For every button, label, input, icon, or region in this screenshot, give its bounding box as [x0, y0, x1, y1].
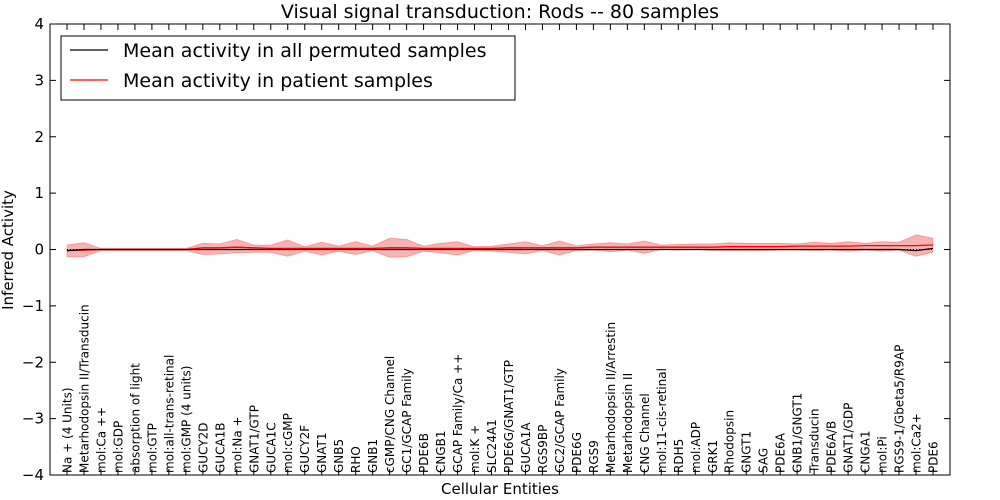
x-tick-label: GC2/GCAP Family [553, 368, 567, 473]
x-tick-label: PDE6G/GNAT1/GTP [502, 360, 516, 473]
x-tick-label: GNAT1/GDP [842, 403, 856, 473]
x-tick-label: GUCY2F [298, 425, 312, 473]
y-tick-label: 2 [34, 128, 44, 146]
x-tick-label: mol:ADP [689, 422, 703, 473]
x-tick-label: Rhodopsin [723, 410, 737, 473]
x-tick-label: GNAT1/GTP [247, 405, 261, 473]
x-tick-label: RDH5 [672, 439, 686, 473]
series-line-patient [66, 244, 934, 252]
x-tick-label: CNGB1 [434, 430, 448, 473]
y-tick-label: −3 [22, 410, 44, 428]
x-tick-label: GCAP Family/Ca ++ [451, 354, 465, 473]
y-tick-label: 0 [34, 241, 44, 259]
x-tick-label: CNG Channel [638, 393, 652, 473]
x-tick-label: GUCY2D [196, 423, 210, 473]
x-tick-label: GNB5 [332, 439, 346, 473]
y-tick-label: 3 [34, 71, 44, 89]
x-tick-label: PDE6G [570, 432, 584, 473]
x-tick-label: GNB1 [366, 439, 380, 473]
x-tick-label: mol:Na + [230, 416, 244, 473]
legend: Mean activity in all permuted samples Me… [60, 35, 516, 101]
x-tick-label: mol:11-cis-retinal [655, 368, 669, 473]
x-tick-label: mol:all-trans-retinal [162, 355, 176, 473]
x-tick-label: CNGA1 [859, 431, 873, 474]
x-tick-label: RGS9BP [536, 425, 550, 473]
x-tick-label: GUCA1C [264, 422, 278, 473]
x-tick-label: mol:K + [468, 425, 482, 473]
x-tick-label: GUCA1A [519, 422, 533, 473]
x-tick-label: GNB1/GNGT1 [791, 393, 805, 473]
x-tick-label: Na + (4 Units) [61, 387, 75, 473]
x-tick-label: mol:GDP [111, 421, 125, 473]
x-tick-label: GRK1 [706, 440, 720, 473]
y-tick-label: −4 [22, 466, 44, 484]
x-tick-label: RGS9 [587, 440, 601, 473]
x-axis-label: Cellular Entities [441, 480, 559, 498]
legend-box [60, 35, 516, 101]
x-tick-label: mol:Pi [876, 436, 890, 473]
x-tick-label: Metarhodopsin II/Arrestin [604, 322, 618, 473]
legend-label-permuted: Mean activity in all permuted samples [123, 40, 486, 62]
patient-activity-band [66, 234, 934, 258]
x-tick-label: mol:GMP (4 units) [179, 366, 193, 473]
x-tick-label: GUCA1B [213, 422, 227, 473]
y-tick-label: −2 [22, 353, 44, 371]
x-tick-label: Metarhodopsin II [621, 373, 635, 473]
plot-area [66, 234, 934, 258]
x-tick-label: SLC24A1 [485, 419, 499, 473]
x-tick-label: GNGT1 [740, 431, 754, 473]
x-tick-label: SAG [757, 448, 771, 473]
x-tick-label: RHO [349, 446, 363, 473]
x-tick-label: RGS9-1/Gbeta5/R9AP [893, 345, 907, 473]
x-tick-label: Transducin [808, 409, 822, 474]
x-tick-label: Metarhodopsin II/Transducin [78, 304, 92, 473]
x-tick-label: PDE6 [927, 441, 941, 473]
x-tick-label: mol:cGMP [281, 413, 295, 473]
x-tick-label: PDE6A [774, 432, 788, 473]
x-tick-label: GNAT1 [315, 432, 329, 473]
legend-label-patient: Mean activity in patient samples [123, 70, 433, 92]
y-tick-label: −1 [22, 297, 44, 315]
x-tick-label: PDE6A/B [825, 421, 839, 473]
x-tick-label: mol:GTP [145, 423, 159, 473]
x-tick-label: cGMP/CNG Channel [383, 356, 397, 473]
x-tick-label: absorption of light [128, 363, 142, 473]
y-axis-label: Inferred Activity [0, 190, 17, 310]
y-tick-label: 4 [34, 15, 44, 33]
x-tick-label: mol:Ca2+ [910, 413, 924, 473]
x-tick-label: PDE6B [417, 433, 431, 473]
series-line-permuted [66, 247, 934, 252]
y-tick-label: 1 [34, 184, 44, 202]
x-tick-label: GC1/GCAP Family [400, 368, 414, 473]
x-tick-label: mol:Ca ++ [95, 407, 109, 473]
chart-title: Visual signal transduction: Rods -- 80 s… [281, 1, 719, 23]
